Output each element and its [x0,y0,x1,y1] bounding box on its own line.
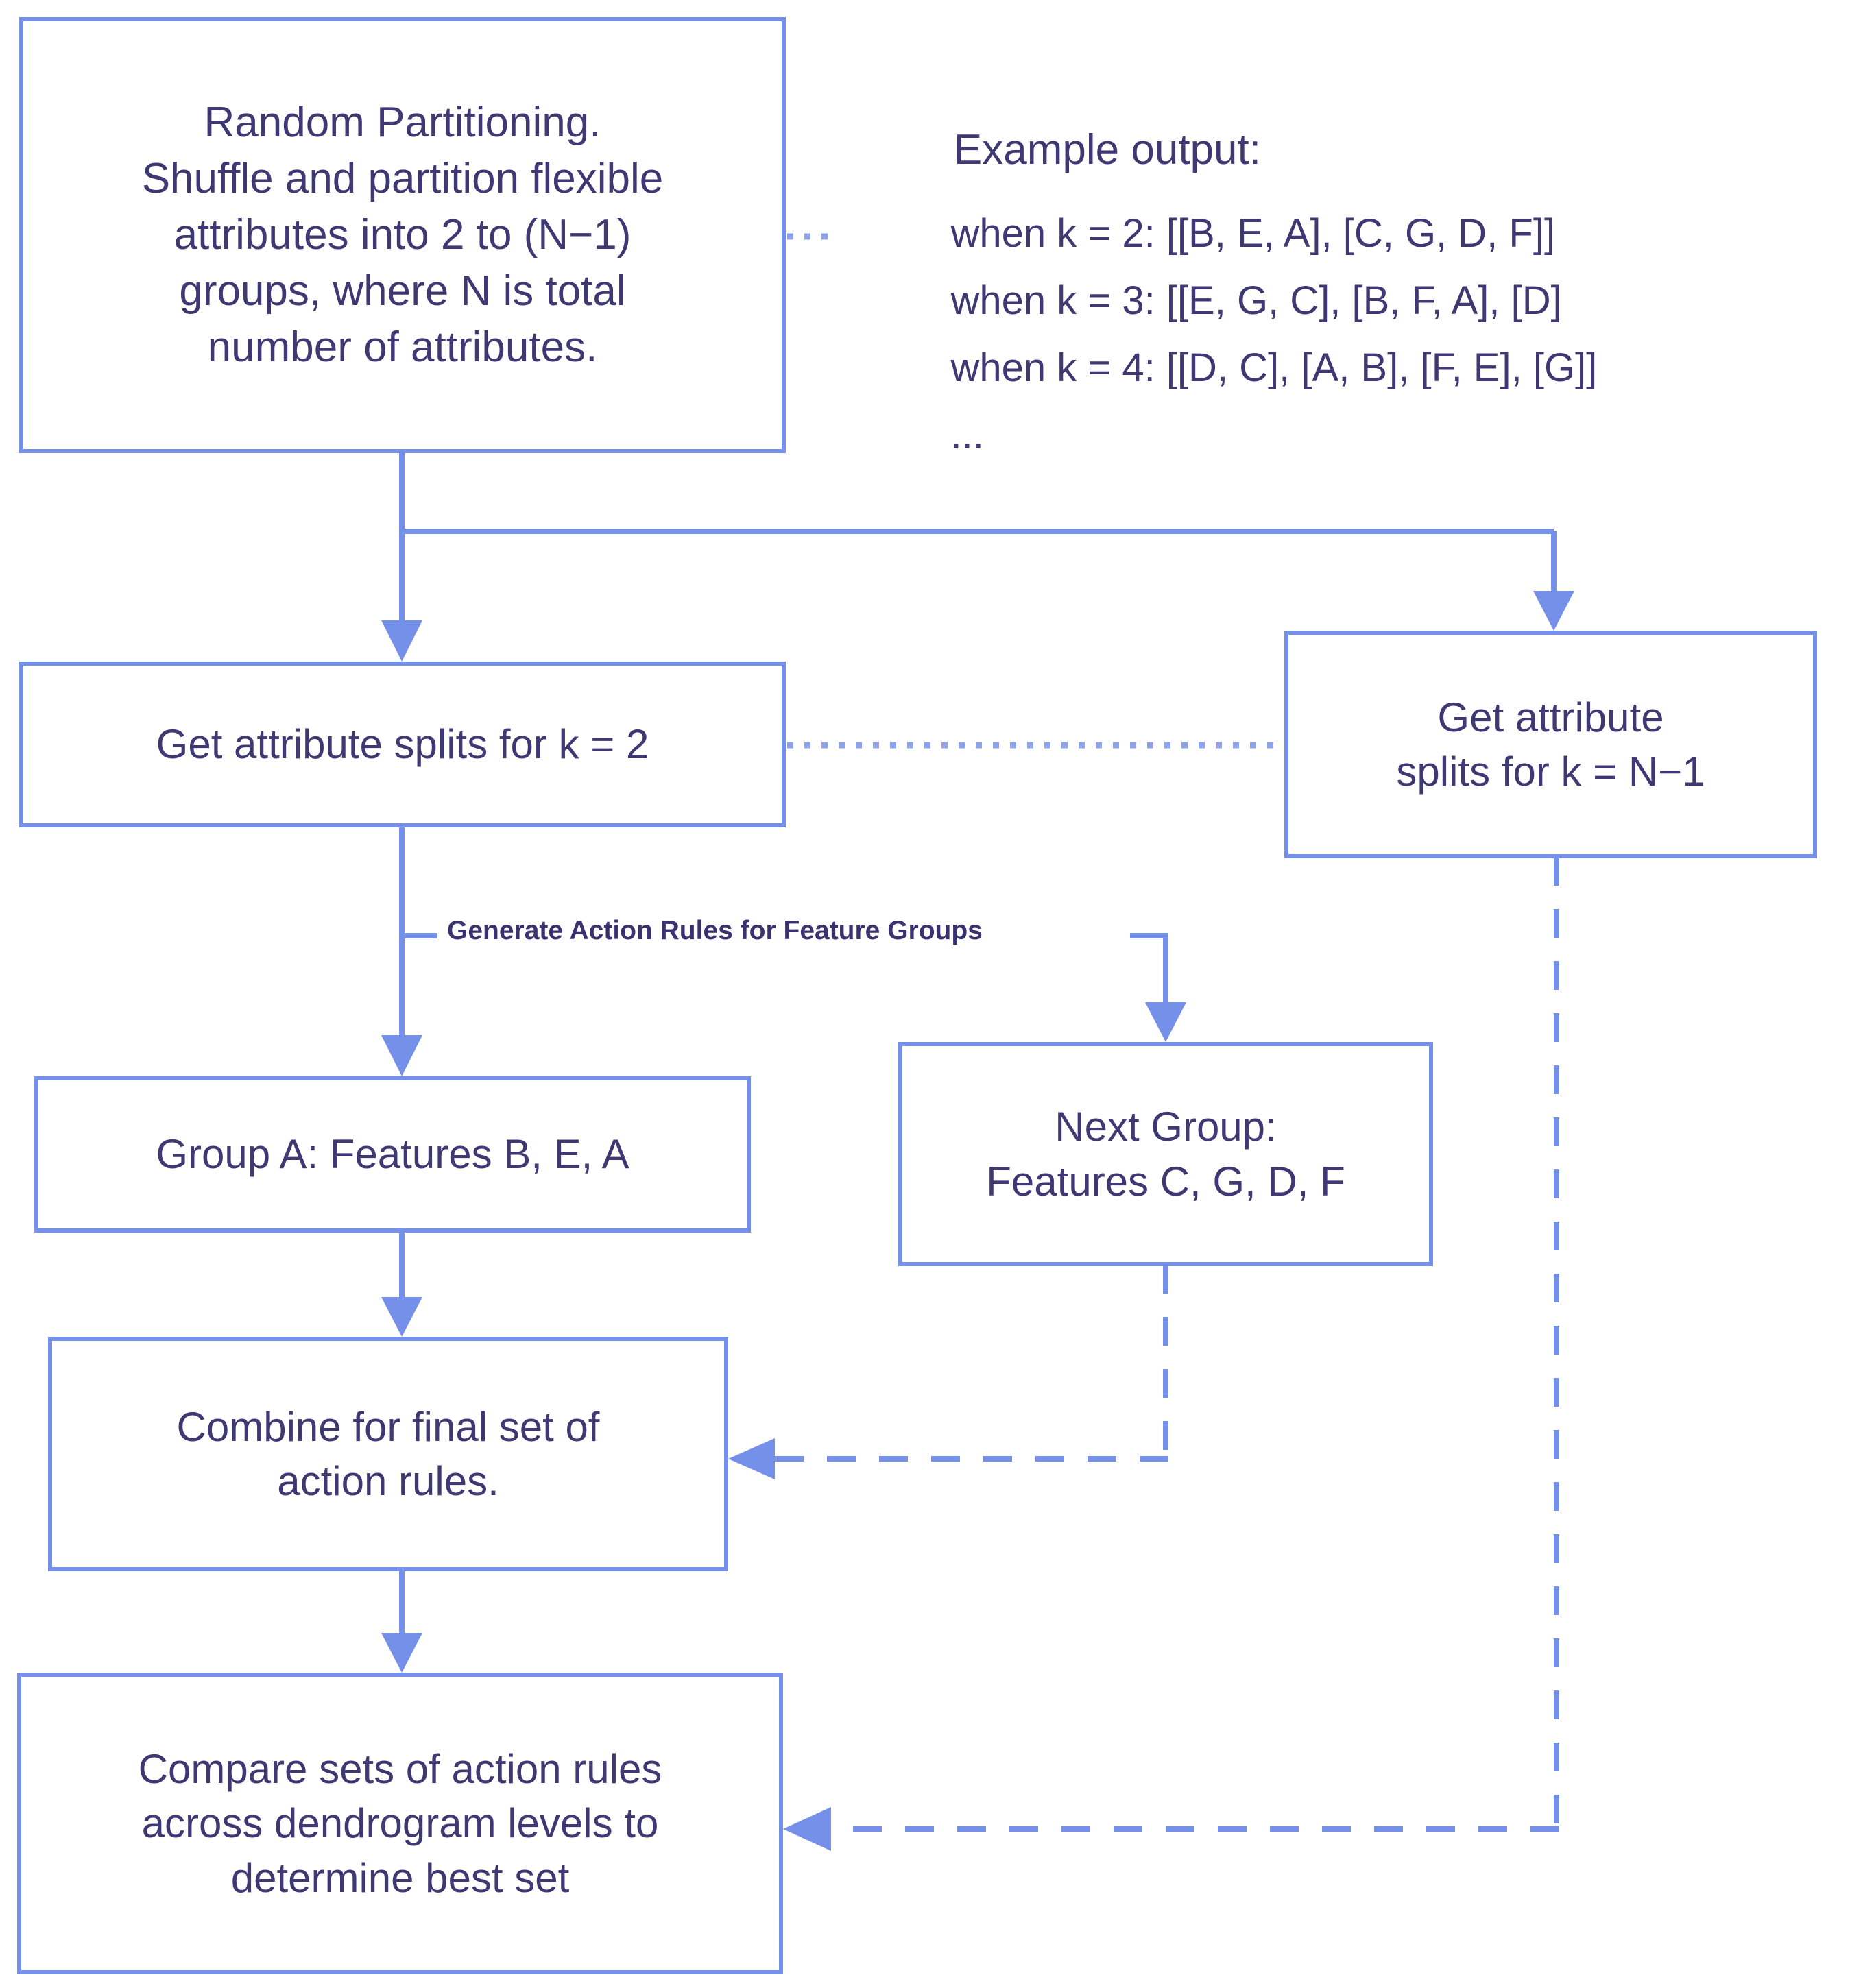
example-output-line-2: when k = 3: [[E, G, C], [B, F, A], [D] [906,223,1562,378]
example-output-line-1: when k = 2: [[B, E, A], [C, G, D, F]] [906,156,1555,311]
example-output-line-3: when k = 4: [[D, C], [A, B], [F, E], [G]… [906,291,1597,446]
node-group-a[interactable]: Group A: Features B, E, A [34,1076,751,1233]
example-output-heading: Example output: [906,67,1261,233]
node-random-partitioning[interactable]: Random Partitioning. Shuffle and partiti… [19,17,786,453]
arrowhead-dashed-to-compare [783,1807,831,1851]
node-compare-label: Compare sets of action rules across dend… [138,1746,662,1901]
example-output-ellipsis: ... [906,358,984,513]
arrowhead-to-combine [381,1297,422,1337]
node-splits-kn1[interactable]: Get attribute splits for k = N−1 [1284,631,1817,858]
node-combine[interactable]: Combine for final set of action rules. [48,1337,728,1571]
example-output-line-2-text: when k = 3: [[E, G, C], [B, F, A], [D] [950,278,1562,324]
arrowhead-to-splits-k2 [381,620,422,662]
arrowhead-to-group-a [381,1035,422,1076]
node-splits-k2-label: Get attribute splits for k = 2 [156,721,649,768]
example-output-heading-text: Example output: [953,125,1261,173]
node-group-a-label: Group A: Features B, E, A [156,1131,629,1178]
node-compare[interactable]: Compare sets of action rules across dend… [17,1673,783,1974]
edge-label-generate-action-rules: Generate Action Rules for Feature Groups [439,916,991,946]
node-next-group-label: Next Group: Features C, G, D, F [986,1104,1345,1204]
node-splits-k2[interactable]: Get attribute splits for k = 2 [19,662,786,827]
example-output-line-1-text: when k = 2: [[B, E, A], [C, G, D, F]] [950,211,1556,256]
edge-label-generate-action-rules-text: Generate Action Rules for Feature Groups [447,916,983,945]
example-output-line-3-text: when k = 4: [[D, C], [A, B], [F, E], [G]… [950,346,1598,391]
arrowhead-to-compare [381,1633,422,1673]
node-splits-kn1-label: Get attribute splits for k = N−1 [1396,694,1705,795]
arrowhead-to-splits-kn1 [1533,591,1574,631]
arrowhead-dashed-to-combine [728,1438,775,1479]
arrowhead-to-next-group [1145,1002,1186,1042]
node-next-group[interactable]: Next Group: Features C, G, D, F [898,1042,1433,1266]
example-output-ellipsis-text: ... [950,413,984,458]
node-random-partitioning-label: Random Partitioning. Shuffle and partiti… [141,99,664,371]
node-combine-label: Combine for final set of action rules. [176,1403,600,1504]
